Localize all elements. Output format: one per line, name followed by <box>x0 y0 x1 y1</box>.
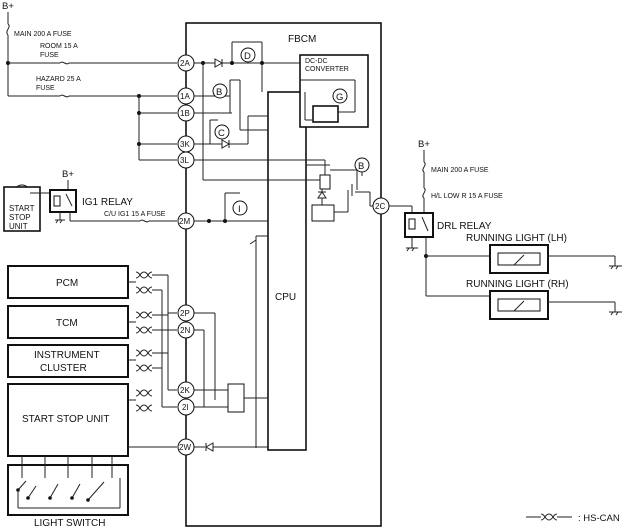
ig1-relay: B+ IG1 RELAY C/U IG1 15 A FUSE <box>49 169 177 224</box>
svg-text:RUNNING LIGHT (LH): RUNNING LIGHT (LH) <box>466 233 567 244</box>
svg-text:TCM: TCM <box>56 318 78 329</box>
svg-text:FUSE: FUSE <box>36 85 55 92</box>
battery-supply-left: B+ MAIN 200 A FUSE ROOM 15 A FUSE HAZARD… <box>2 1 177 161</box>
pin-2c: 2C <box>375 202 385 211</box>
start-stop-unit-small: START STOP UNIT <box>3 186 51 232</box>
marker-g: G <box>336 92 343 103</box>
pcm-module: PCM <box>7 265 129 299</box>
cpu-label: CPU <box>275 292 296 303</box>
svg-text:UNIT: UNIT <box>9 222 28 231</box>
room-fuse-label: ROOM 15 A <box>40 43 78 50</box>
hazard-fuse-label: HAZARD 25 A <box>36 76 81 83</box>
pin-2a: 2A <box>180 59 190 68</box>
drl-supply: B+ MAIN 200 A FUSE H/L LOW R 15 A FUSE <box>389 139 503 214</box>
svg-text:CONVERTER: CONVERTER <box>305 66 349 73</box>
hl-low-fuse-label: H/L LOW R 15 A FUSE <box>431 193 503 200</box>
pin-2n: 2N <box>180 326 190 335</box>
pin-2w: 2W <box>179 443 191 452</box>
start-stop-unit-module: START STOP UNIT <box>7 383 129 457</box>
drl-relay: DRL RELAY <box>404 212 492 297</box>
cu-ig1-fuse-label: C/U IG1 15 A FUSE <box>104 211 166 218</box>
hs-can-legend-label: : HS-CAN <box>578 513 620 524</box>
svg-text:FUSE: FUSE <box>40 52 59 59</box>
marker-c: C <box>218 128 225 139</box>
pin-3k: 3K <box>180 140 190 149</box>
connector-pins: 2A 1A 1B 3K 3L 2M 2P 2N 2K 2I 2W 2C 2S <box>13 54 390 456</box>
marker-i: I <box>238 204 241 215</box>
cpu-block <box>267 91 307 451</box>
svg-text:START STOP UNIT: START STOP UNIT <box>22 414 109 425</box>
main-fuse-right-label: MAIN 200 A FUSE <box>431 167 489 174</box>
fbcm-title: FBCM <box>288 34 316 45</box>
svg-text:B+: B+ <box>418 139 430 150</box>
main-fuse-label: MAIN 200 A FUSE <box>14 31 72 38</box>
light-switch: LIGHT SWITCH <box>7 456 129 529</box>
svg-text:PCM: PCM <box>56 278 78 289</box>
dcdc-label: DC-DC <box>305 58 328 65</box>
ig1-relay-label: IG1 RELAY <box>82 197 133 208</box>
instrument-cluster-module: INSTRUMENT CLUSTER <box>7 344 129 378</box>
hs-can-legend: : HS-CAN <box>526 513 620 524</box>
hs-can-bus <box>128 271 177 448</box>
pin-1a: 1A <box>180 92 190 101</box>
running-light-rh: RUNNING LIGHT (RH) <box>466 279 622 320</box>
drl-relay-label: DRL RELAY <box>437 221 492 232</box>
svg-text:STOP: STOP <box>9 213 31 222</box>
pin-2k: 2K <box>180 386 190 395</box>
pin-1b: 1B <box>180 109 190 118</box>
light-switch-label: LIGHT SWITCH <box>34 518 105 529</box>
pin-2p: 2P <box>180 309 190 318</box>
running-light-lh: RUNNING LIGHT (LH) <box>466 233 622 274</box>
svg-text:INSTRUMENT: INSTRUMENT <box>34 350 100 361</box>
fbcm-internal-wiring <box>193 41 388 452</box>
bplus-label: B+ <box>2 1 14 12</box>
svg-text:B+: B+ <box>62 169 74 180</box>
marker-d: D <box>244 51 251 62</box>
circled-markers: D B C G B I <box>212 47 370 216</box>
tcm-module: TCM <box>7 305 129 339</box>
marker-b: B <box>216 87 222 98</box>
svg-text:RUNNING LIGHT (RH): RUNNING LIGHT (RH) <box>466 279 569 290</box>
pin-2i: 2I <box>182 403 189 412</box>
svg-text:CLUSTER: CLUSTER <box>40 363 87 374</box>
marker-b2: B <box>358 161 364 172</box>
pin-2m: 2M <box>179 217 190 226</box>
pin-3l: 3L <box>180 156 189 165</box>
fbcm-module: FBCM CPU DC-DC CONVERTER <box>185 22 382 527</box>
svg-text:START: START <box>9 204 35 213</box>
